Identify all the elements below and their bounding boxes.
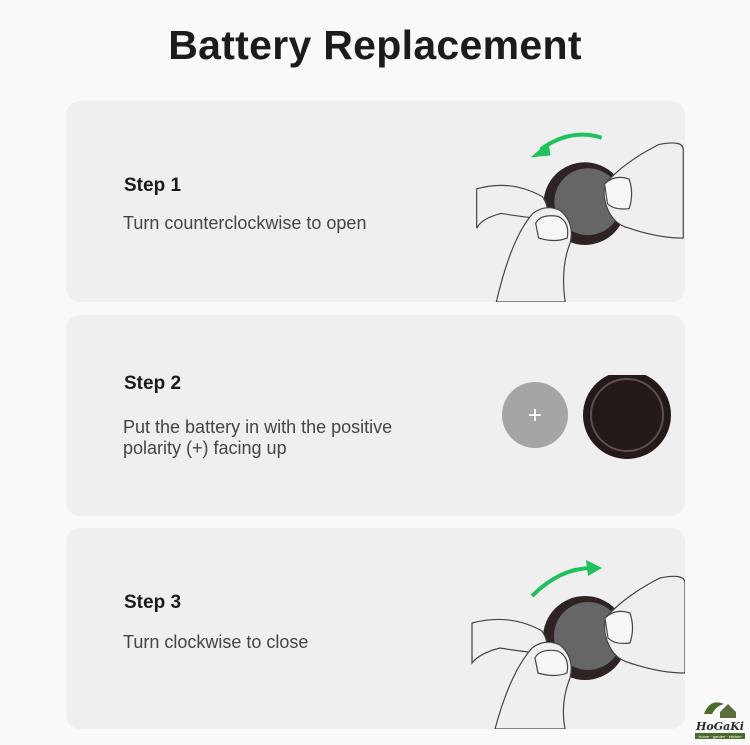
step-3-card: Step 3 Turn clockwise to close: [66, 528, 685, 729]
turn-counterclockwise-illustration: [476, 132, 684, 302]
svg-text:Home · garden · kitchen: Home · garden · kitchen: [699, 734, 742, 739]
step-2-description: Put the battery in with the positive pol…: [123, 417, 393, 458]
positive-symbol: +: [528, 402, 542, 429]
step-2-label: Step 2: [124, 373, 182, 394]
page-title: Battery Replacement: [168, 22, 582, 68]
svg-text:HoGaKi: HoGaKi: [695, 720, 744, 733]
counterclockwise-arrow-icon: [539, 132, 603, 152]
house-icon: [720, 704, 736, 718]
step-1-description: Turn counterclockwise to open: [123, 213, 367, 233]
battery-cap: [583, 375, 671, 459]
step-1-card: Step 1 Turn counterclockwise to open: [66, 101, 685, 302]
step-3-label: Step 3: [124, 592, 182, 613]
step-3-description: Turn clockwise to close: [123, 632, 309, 652]
step-1-label: Step 1: [124, 175, 182, 196]
leaf-icon: [704, 702, 724, 714]
clockwise-arrow-icon: [530, 566, 593, 598]
battery-orientation-illustration: +: [502, 375, 671, 459]
battery-icon: [502, 382, 568, 448]
hogaki-logo: HoGaKi Home · garden · kitchen: [695, 702, 745, 739]
turn-clockwise-illustration: [471, 560, 685, 729]
step-2-card: Step 2 Put the battery in with the posit…: [66, 315, 685, 516]
